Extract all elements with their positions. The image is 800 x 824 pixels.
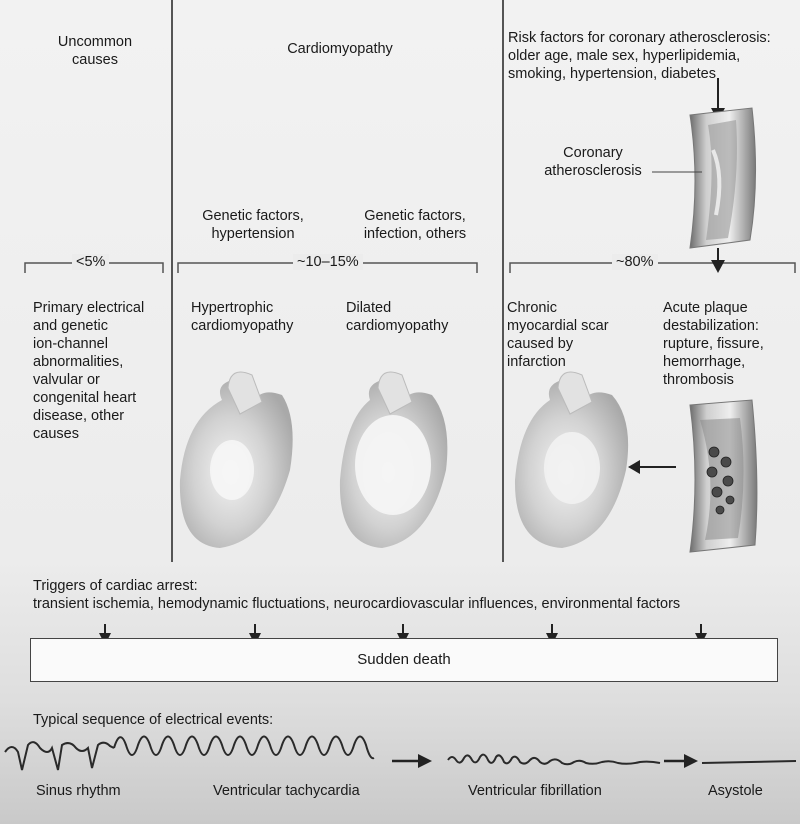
cardiomyopathy-factors-right: Genetic factors, infection, others [350,207,480,243]
hypertrophic-heart-icon [180,372,293,548]
uncommon-causes-header: Uncommon causes [30,33,160,69]
uncommon-percent: <5% [72,254,109,270]
event-asystole: Asystole [708,782,788,800]
cardiomyopathy-header: Cardiomyopathy [230,40,450,58]
cardiomyopathy-factors-left: Genetic factors, hypertension [187,207,319,243]
infarcted-heart-icon [515,372,628,548]
coronary-atherosclerosis-label: Coronary atherosclerosis [528,144,658,180]
atherosclerosis-vessel-icon [652,108,756,248]
triggers-title: Triggers of cardiac arrest: [33,577,433,595]
coronary-risk-factors: Risk factors for coronary atherosclerosi… [508,29,800,83]
dilated-heart-icon [340,372,447,548]
sequence-arrow [392,754,432,768]
coronary-percent: ~80% [612,254,658,270]
dilated-cardiomyopathy-label: Dilated cardiomyopathy [346,299,476,335]
sinus-rhythm-trace [5,742,114,770]
ventricular-fibrillation-trace [448,755,660,765]
event-ventricular-fibrillation: Ventricular fibrillation [468,782,658,800]
chronic-scar-label: Chronic myocardial scar caused by infarc… [507,299,647,371]
uncommon-causes-description: Primary electrical and genetic ion-chann… [33,299,173,443]
triggers-list: transient ischemia, hemodynamic fluctuat… [33,595,798,613]
ventricular-tachycardia-trace [114,737,374,759]
scar-pointer-arrow [628,460,676,474]
cardiomyopathy-percent: ~10–15% [293,254,363,270]
sequence-title: Typical sequence of electrical events: [33,711,433,729]
ecg-trace [5,737,796,771]
sudden-death-box: Sudden death [30,638,778,682]
event-ventricular-tachycardia: Ventricular tachycardia [213,782,413,800]
plaque-vessel-icon [690,400,757,552]
sudden-death-label: Sudden death [31,639,777,680]
sequence-arrow [664,754,698,768]
asystole-trace [702,761,796,763]
vessel-down-arrow [711,248,725,273]
event-sinus-rhythm: Sinus rhythm [36,782,156,800]
hypertrophic-cardiomyopathy-label: Hypertrophic cardiomyopathy [191,299,321,335]
acute-plaque-label: Acute plaque destabilization: rupture, f… [663,299,798,389]
